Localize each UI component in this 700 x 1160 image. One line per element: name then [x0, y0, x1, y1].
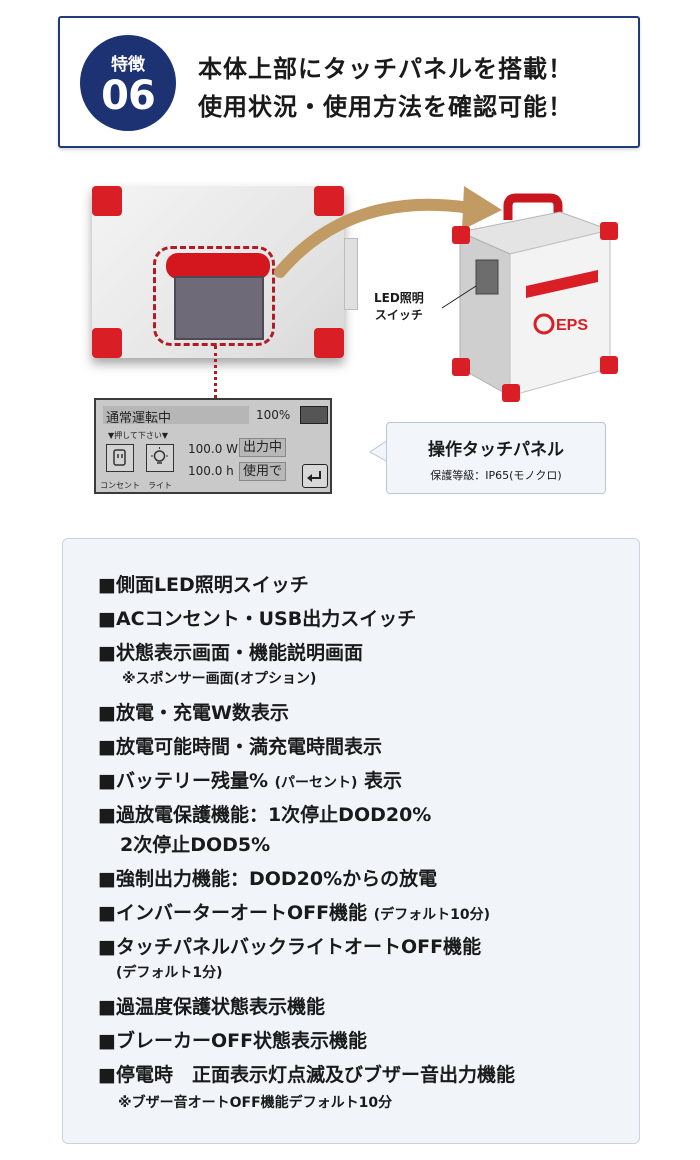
touch-panel-display: 通常運転中 100% ▼押して下さい▼ コンセント ライト 100.0 W 出力…	[94, 398, 332, 494]
feature-item-main: ■バッテリー残量%	[98, 770, 268, 792]
feature-note: ※ブザー音オートOFF機能デフォルト10分	[118, 1095, 393, 1111]
callout-subtitle: 保護等級：IP65(モノクロ)	[430, 469, 562, 482]
badge-label: 特徴	[111, 55, 145, 75]
battery-percent: 100%	[256, 408, 291, 422]
feature-item: ■バッテリー残量% (パーセント) 表示	[98, 766, 402, 793]
outlet-icon	[106, 444, 134, 472]
headline: 本体上部にタッチパネルを搭載！ 使用状況・使用方法を確認可能！	[198, 50, 573, 126]
status-bar	[103, 406, 249, 424]
feature-item: ■ブレーカーOFF状態表示機能	[98, 1030, 368, 1052]
led-switch-label: LED照明 スイッチ	[374, 290, 424, 324]
feature-list-box	[62, 538, 640, 1144]
headline-line-2: 使用状況・使用方法を確認可能！	[198, 93, 573, 121]
touch-panel-callout: 操作タッチパネル 保護等級：IP65(モノクロ)	[386, 422, 606, 494]
panel-highlight-outline	[153, 246, 275, 346]
feature-header-box	[58, 16, 640, 148]
runtime-status-tag: 使用で	[239, 462, 287, 481]
battery-icon	[300, 406, 328, 424]
output-watts: 100.0 W	[188, 442, 239, 456]
led-label-line-1: LED照明	[374, 291, 424, 305]
led-label-line-2: スイッチ	[374, 308, 423, 322]
feature-item-continuation: 2次停止DOD5%	[120, 834, 271, 856]
side-hinge	[344, 238, 358, 310]
callout-title: 操作タッチパネル	[428, 440, 564, 460]
callout-connector-line	[214, 346, 217, 398]
feature-item: ■放電可能時間・満充電時間表示	[98, 736, 382, 758]
light-label: ライト	[148, 481, 172, 490]
press-hint: ▼押して下さい▼	[108, 431, 169, 440]
corner-guard	[92, 186, 122, 216]
output-status-tag: 出力中	[239, 438, 287, 457]
corner-guard	[314, 328, 344, 358]
feature-item: ■側面LED照明スイッチ	[98, 574, 309, 596]
feature-item: ■過放電保護機能：1次停止DOD20%	[98, 804, 432, 826]
curved-arrow-icon	[274, 186, 502, 278]
svg-text:EPS: EPS	[556, 317, 588, 334]
feature-note: (デフォルト1分)	[116, 965, 223, 981]
feature-item: ■停電時 正面表示灯点滅及びブザー音出力機能	[98, 1064, 515, 1086]
status-text: 通常運転中	[106, 411, 172, 426]
outlet-label: コンセント	[100, 481, 140, 490]
back-arrow-icon	[302, 464, 328, 488]
feature-item: ■放電・充電W数表示	[98, 702, 289, 724]
feature-item-main: ■インバーターオートOFF機能	[98, 902, 368, 924]
device-touch-panel-window	[174, 276, 264, 340]
feature-item: ■強制出力機能：DOD20%からの放電	[98, 868, 438, 890]
feature-item-small: (デフォルト10分)	[373, 907, 490, 923]
feature-item: ■ACコンセント・USB出力スイッチ	[98, 608, 417, 630]
led-pointer-line	[441, 285, 477, 309]
feature-badge: 特徴 06	[80, 35, 176, 131]
headline-line-1: 本体上部にタッチパネルを搭載！	[198, 55, 573, 83]
feature-item: ■状態表示画面・機能説明画面	[98, 642, 363, 664]
light-bulb-icon	[146, 444, 174, 472]
runtime-hours: 100.0 h	[188, 464, 234, 478]
corner-guard	[92, 328, 122, 358]
feature-note: ※スポンサー画面(オプション)	[122, 671, 317, 687]
feature-item: ■タッチパネルバックライトオートOFF機能	[98, 936, 482, 958]
badge-number: 06	[101, 73, 156, 119]
device-3d-illustration: EPS	[452, 193, 618, 402]
corner-guard	[314, 186, 344, 216]
feature-item: ■過温度保護状態表示機能	[98, 996, 325, 1018]
device-handle	[166, 253, 270, 279]
feature-item-tail: 表示	[364, 770, 403, 792]
feature-item: ■インバーターオートOFF機能 (デフォルト10分)	[98, 898, 490, 925]
feature-item-small: (パーセント)	[274, 775, 358, 791]
